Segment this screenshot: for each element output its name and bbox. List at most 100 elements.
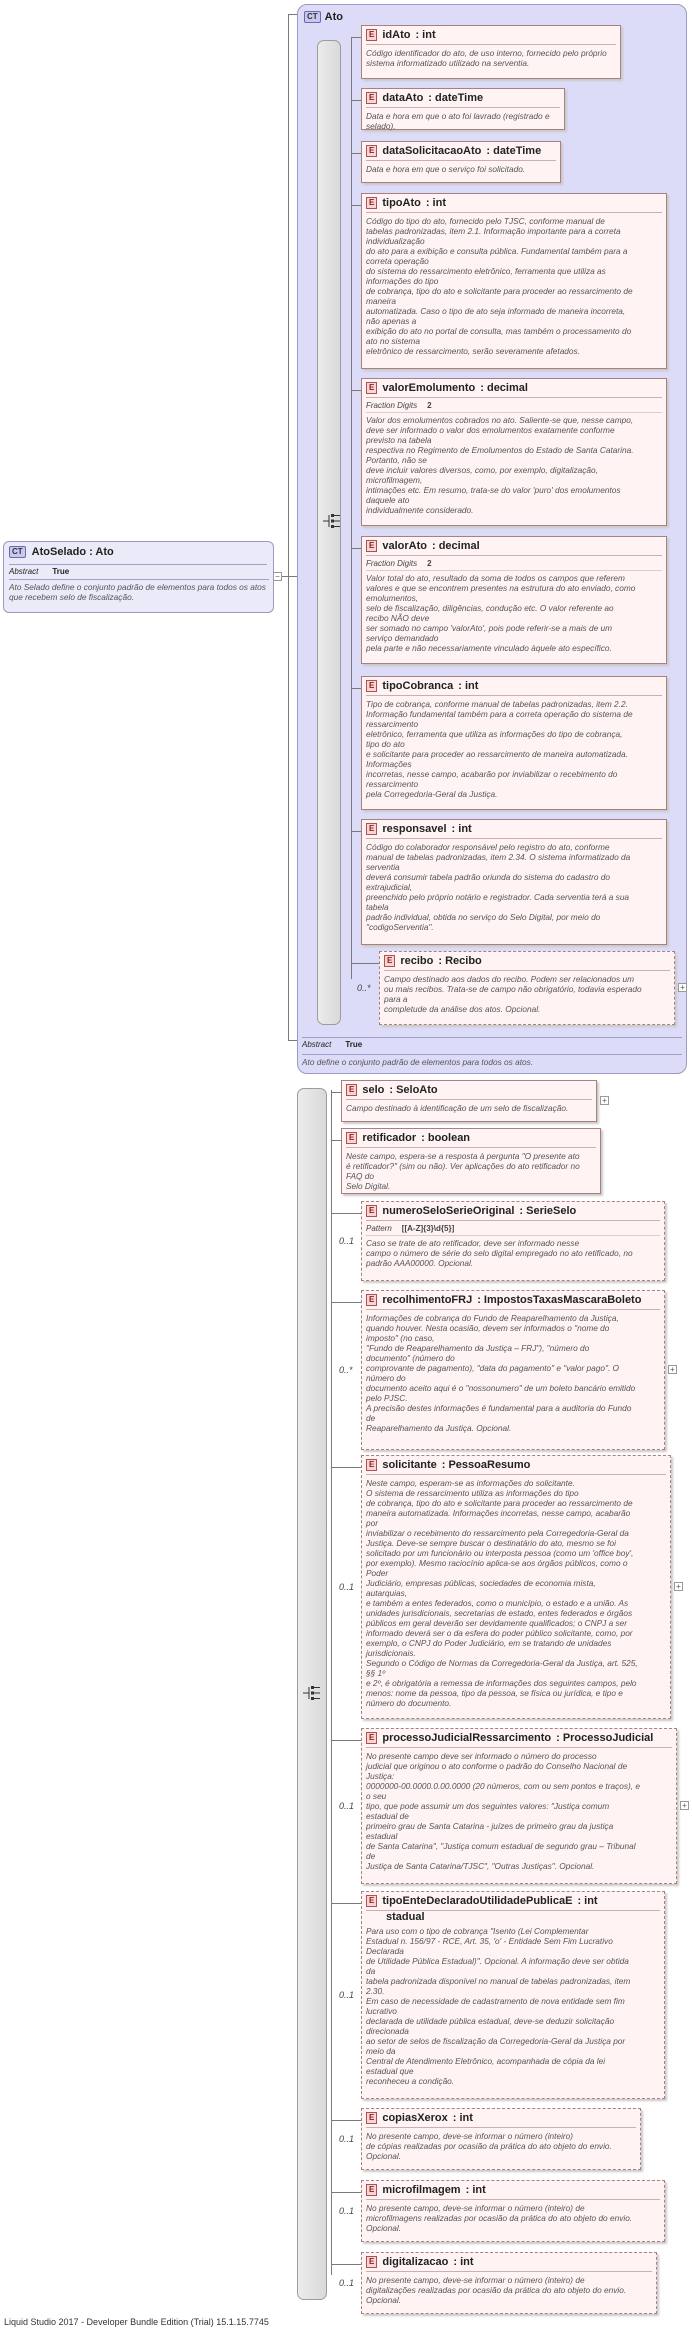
root-description: Ato Selado define o conjunto padrão de e… (9, 579, 269, 602)
ato-description: Ato define o conjunto padrão de elemento… (302, 1054, 682, 1067)
footer-credit: Liquid Studio 2017 - Developer Bundle Ed… (4, 2317, 269, 2327)
selado-sequence-trunk (331, 1090, 332, 2275)
element-connector (351, 831, 361, 832)
element-badge-icon: E (366, 1732, 378, 1744)
element-type: : int (458, 680, 479, 692)
expand-toggle[interactable]: + (678, 983, 687, 992)
element-description: Neste campo, espera-se a resposta à perg… (346, 1151, 580, 1191)
sequence-icon (303, 1686, 320, 1700)
element-badge-icon: E (366, 1205, 378, 1217)
element-description: No presente campo, deve-se informar o nú… (366, 2203, 633, 2233)
element-type: : int (452, 2112, 473, 2124)
element-connector (331, 1140, 341, 1141)
element-badge-icon: E (366, 145, 378, 157)
element-type: : int (577, 1895, 598, 1907)
element-connector (351, 390, 361, 391)
element-name: dataAto (382, 92, 424, 104)
root-collapse-toggle[interactable]: − (273, 572, 282, 581)
element-name-continued: stadual (386, 1911, 425, 1923)
element-badge-icon: E (346, 1084, 358, 1096)
element-description: Data e hora em que o serviço foi solicit… (366, 164, 526, 174)
element-badge-icon: E (366, 1895, 378, 1907)
element-badge-icon: E (366, 2256, 378, 2268)
ato-abstract-label: Abstract (302, 1040, 332, 1049)
expand-toggle[interactable]: + (668, 1365, 677, 1374)
occurs-label: 0..1 (339, 2278, 355, 2288)
element-connector (331, 1092, 341, 1093)
element-type: : int (465, 2184, 486, 2196)
element-badge-icon: E (366, 1294, 378, 1306)
element-name: selo (362, 1084, 385, 1096)
element-name: numeroSeloSerieOriginal (382, 1205, 515, 1217)
root-title: AtoSelado : Ato (31, 546, 114, 558)
element-badge-icon: E (384, 955, 396, 967)
element-connector (331, 1302, 361, 1303)
element-description: Para uso com o tipo de cobrança "Isento … (366, 1926, 631, 2086)
element-description: Caso se trate de ato retificador, deve s… (366, 1238, 633, 1268)
ato-title: Ato (324, 11, 343, 23)
element-badge-icon: E (366, 680, 378, 692)
element-name: recolhimentoFRJ (382, 1294, 473, 1306)
expand-toggle[interactable]: + (600, 1096, 609, 1105)
element-name: copiasXerox (382, 2112, 448, 2124)
element-type: : dateTime (486, 145, 542, 157)
element-description: Tipo de cobrança, conforme manual de tab… (366, 699, 633, 799)
element-badge-icon: E (366, 540, 378, 552)
element-description: No presente campo deve ser informado o n… (366, 1751, 640, 1871)
facet-label: Pattern (366, 1224, 392, 1233)
element-badge-icon: E (366, 1459, 378, 1471)
root-complex-type[interactable]: CT AtoSelado : Ato Abstract True Ato Sel… (3, 541, 274, 613)
element-description: Código do colaborador responsável pelo r… (366, 842, 631, 932)
expand-toggle[interactable]: + (680, 1801, 689, 1810)
element-type: : int (415, 29, 436, 41)
element-name: dataSolicitacaoAto (382, 145, 482, 157)
element-badge-icon: E (366, 92, 378, 104)
expand-toggle[interactable]: + (674, 1582, 683, 1591)
element-name: valorAto (382, 540, 427, 552)
root-connector-vertical (288, 14, 289, 1041)
occurs-label: 0..* (339, 1365, 353, 1375)
element-connector (331, 2192, 361, 2193)
element-name: solicitante (382, 1459, 437, 1471)
element-type: : PessoaResumo (441, 1459, 531, 1471)
element-connector (351, 153, 361, 154)
facet-value: [[A-Z]{3}\d{5}] (401, 1224, 455, 1233)
element-name: tipoEnteDeclaradoUtilidadePublicaE (382, 1895, 573, 1907)
element-name: processoJudicialRessarcimento (382, 1732, 552, 1744)
root-connector-top (288, 14, 298, 15)
facet-value: 2 (427, 401, 432, 410)
element-connector (331, 1467, 361, 1468)
root-connector-bottom (288, 1040, 298, 1041)
element-name: retificador (362, 1132, 417, 1144)
